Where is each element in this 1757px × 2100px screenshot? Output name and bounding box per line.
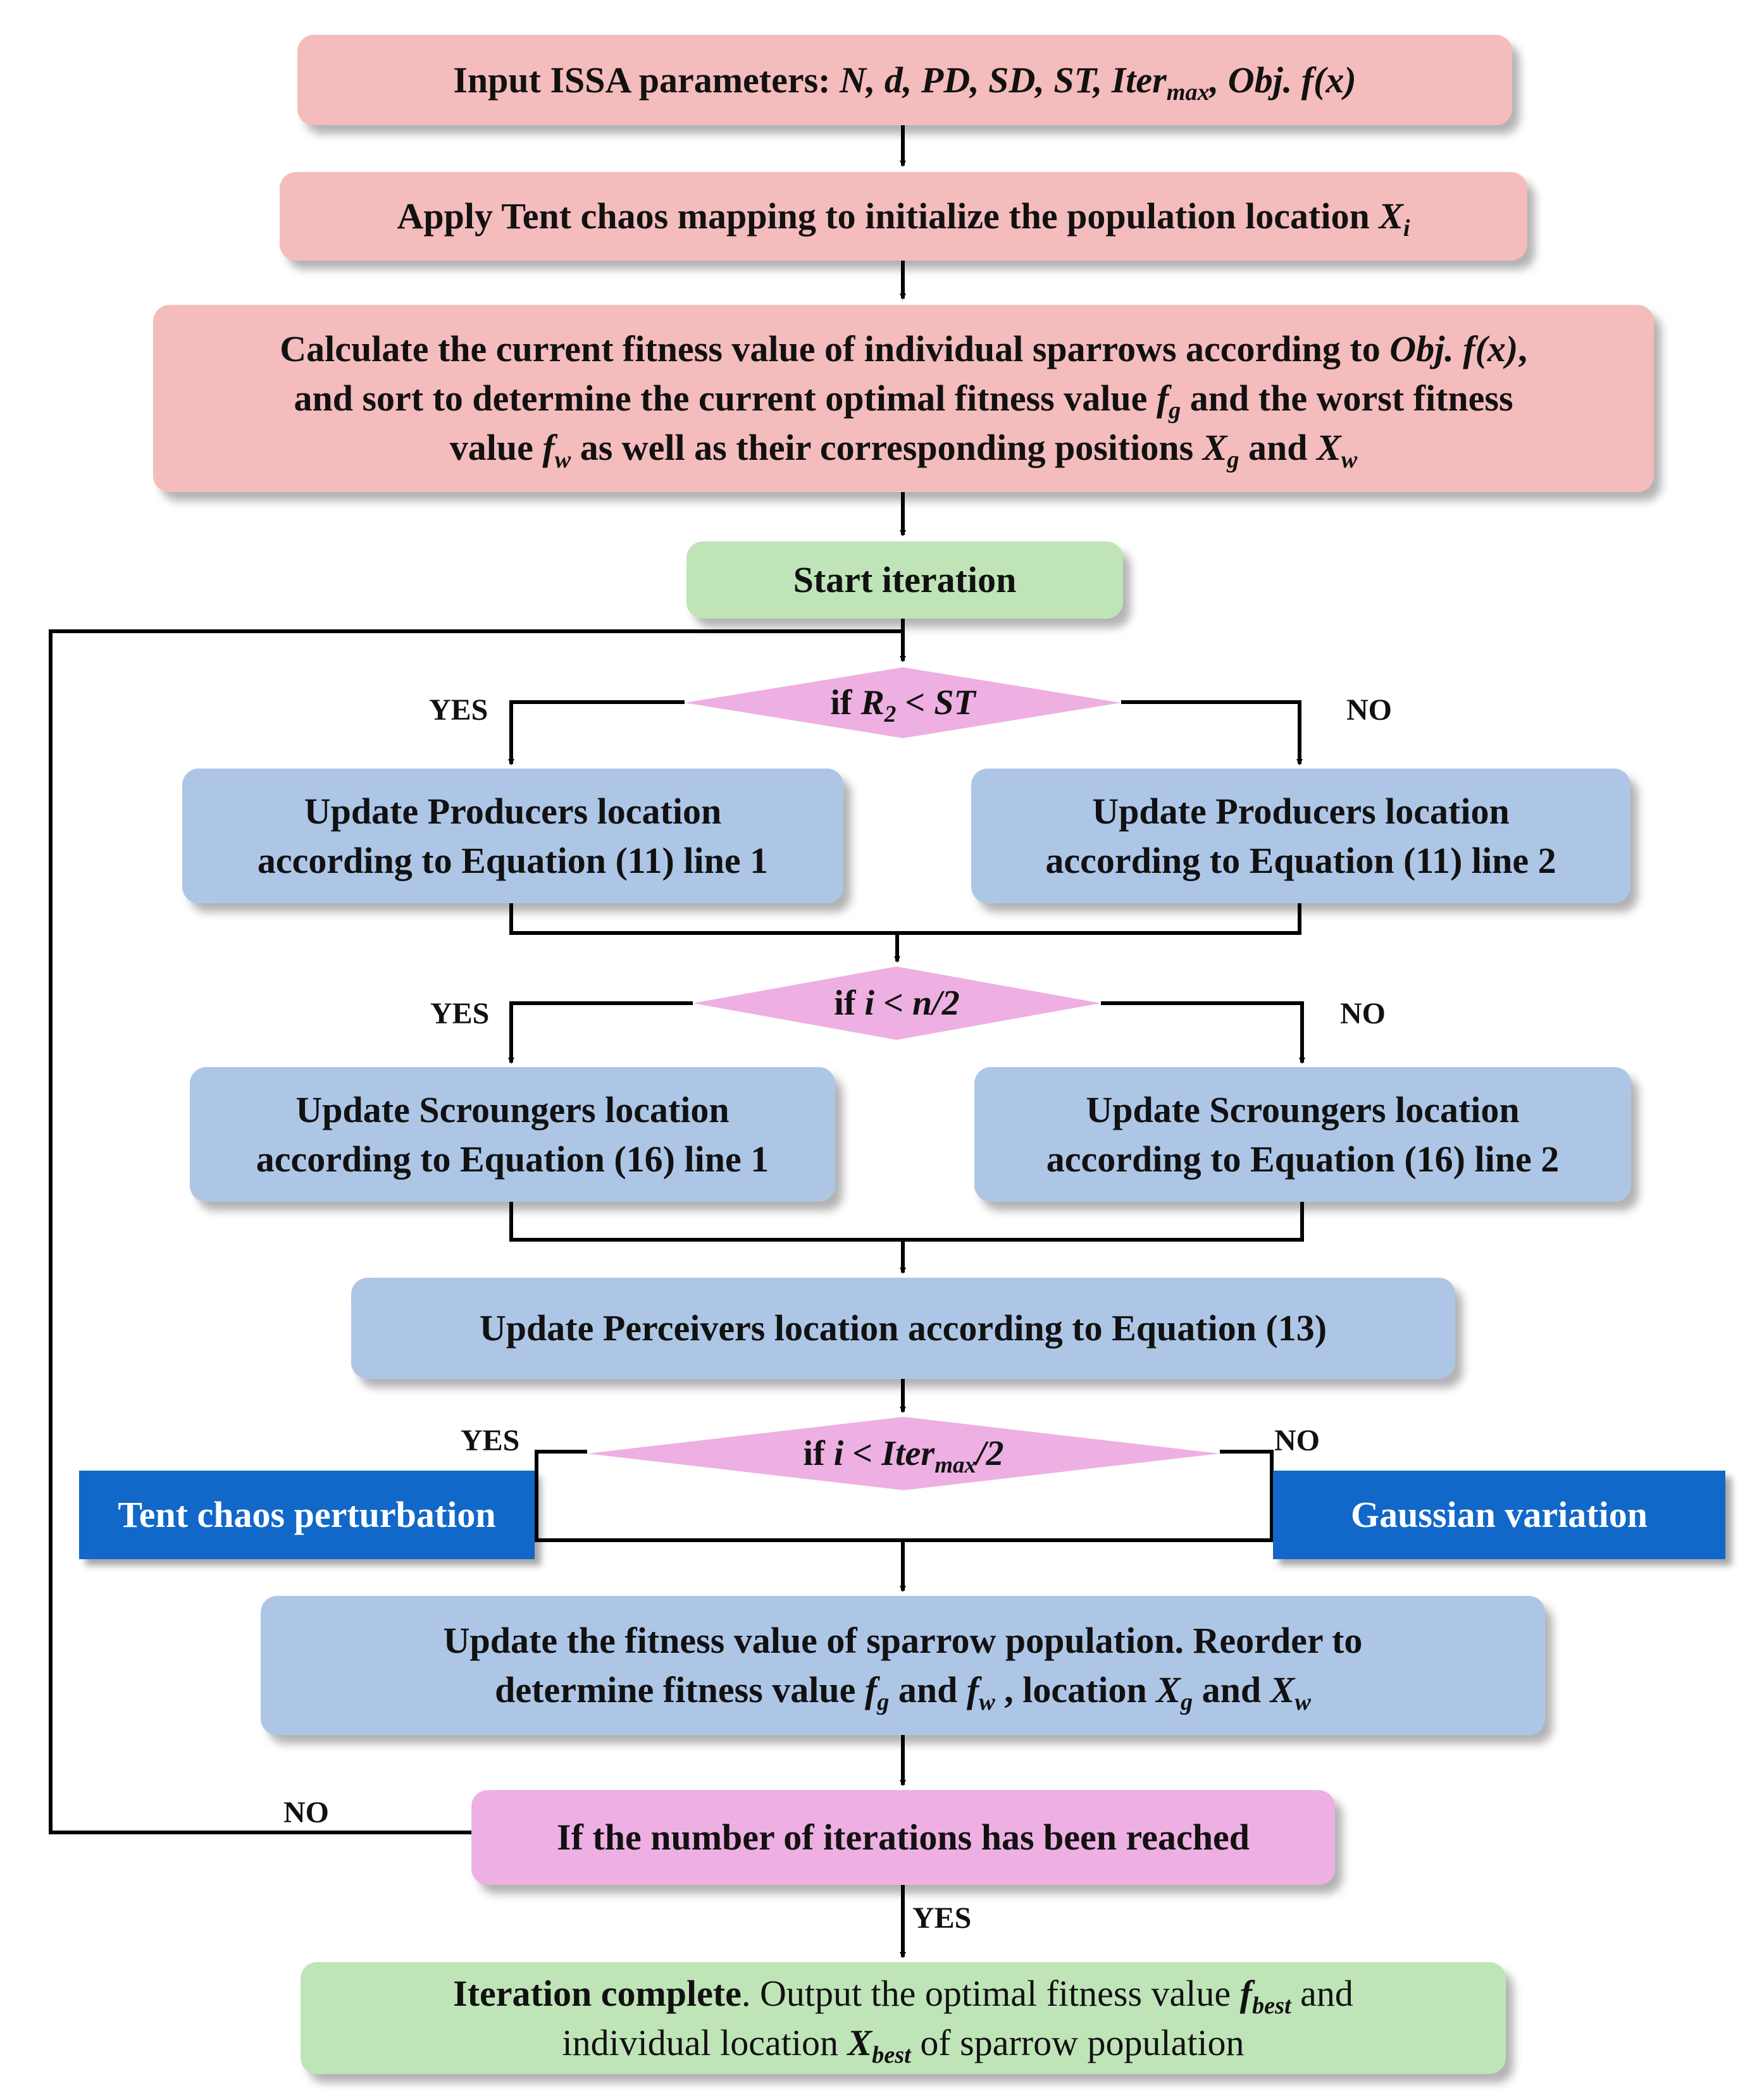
producers-line1-box: Update Producers location according to E… — [182, 769, 843, 903]
tent-init-box: Apply Tent chaos mapping to initialize t… — [280, 172, 1527, 261]
d2-yes-label: YES — [430, 997, 490, 1030]
decision-r2-st: if R2 < ST — [685, 667, 1121, 738]
perceivers-text: Update Perceivers location according to … — [479, 1307, 1327, 1349]
producers-line1-text1: Update Producers location — [304, 790, 722, 832]
loop-no-label: NO — [283, 1796, 329, 1829]
fitness-calc-box: Calculate the current fitness value of i… — [153, 305, 1654, 492]
iteration-complete-line2: individual location Xbest of sparrow pop… — [562, 2022, 1245, 2068]
producers-line2-text2: according to Equation (11) line 2 — [1045, 839, 1556, 881]
scroungers-line1-text2: according to Equation (16) line 1 — [256, 1138, 769, 1180]
decision-r2-st-text: if R2 < ST — [830, 683, 976, 727]
scroungers-line2-box: Update Scroungers location according to … — [974, 1067, 1631, 1202]
end-yes-label: YES — [912, 1901, 972, 1935]
perceivers-box: Update Perceivers location according to … — [351, 1278, 1455, 1379]
loop-back-line — [49, 629, 903, 1834]
input-parameters-text: Input ISSA parameters: N, d, PD, SD, ST,… — [453, 59, 1357, 106]
d3-no-label: NO — [1274, 1424, 1320, 1457]
gaussian-variation-box: Gaussian variation — [1273, 1471, 1725, 1559]
d1-yes-label: YES — [429, 693, 488, 727]
update-fitness-line1: Update the fitness value of sparrow popu… — [443, 1620, 1363, 1661]
fitness-calc-line1: Calculate the current fitness value of i… — [280, 328, 1527, 369]
scroungers-line2-text1: Update Scroungers location — [1086, 1089, 1520, 1130]
producers-line2-text1: Update Producers location — [1092, 790, 1510, 832]
d2-no-branch — [1101, 1001, 1305, 1064]
d1-yes-branch — [508, 700, 685, 765]
fitness-calc-line3: value fw as well as their corresponding … — [449, 427, 1358, 474]
decision-iter-text: if i < Itermax/2 — [803, 1434, 1004, 1478]
d2-merge — [509, 1202, 1304, 1242]
producers-line1-text2: according to Equation (11) line 1 — [257, 839, 769, 881]
decision-i-n2-text: if i < n/2 — [834, 984, 960, 1023]
iteration-complete-box: Iteration complete. Output the optimal f… — [301, 1962, 1506, 2074]
d3-yes-label: YES — [461, 1424, 520, 1457]
decision-iter: if i < Itermax/2 — [587, 1417, 1220, 1490]
input-parameters-box: Input ISSA parameters: N, d, PD, SD, ST,… — [297, 35, 1512, 125]
iteration-complete-line1: Iteration complete. Output the optimal f… — [453, 1972, 1353, 2019]
termination-check-box: If the number of iterations has been rea… — [471, 1790, 1335, 1885]
scroungers-line2-text2: according to Equation (16) line 2 — [1046, 1138, 1560, 1180]
gaussian-variation-text: Gaussian variation — [1351, 1494, 1648, 1535]
producers-line2-box: Update Producers location according to E… — [971, 769, 1630, 903]
termination-check-text: If the number of iterations has been rea… — [557, 1817, 1250, 1858]
fitness-calc-line2: and sort to determine the current optima… — [294, 378, 1513, 424]
d1-no-label: NO — [1346, 693, 1392, 727]
d1-no-branch — [1121, 700, 1303, 765]
scroungers-line1-text1: Update Scroungers location — [295, 1089, 729, 1130]
tent-init-text: Apply Tent chaos mapping to initialize t… — [397, 195, 1410, 242]
d2-yes-branch — [508, 1001, 693, 1064]
tent-perturbation-text: Tent chaos perturbation — [118, 1494, 496, 1535]
start-iteration-text: Start iteration — [793, 559, 1017, 600]
d1-merge — [509, 903, 1301, 935]
start-iteration-box: Start iteration — [686, 541, 1123, 619]
tent-perturbation-box: Tent chaos perturbation — [79, 1471, 535, 1559]
update-fitness-line2: determine fitness value fg and fw , loca… — [495, 1669, 1311, 1716]
d2-no-label: NO — [1340, 997, 1386, 1030]
scroungers-line1-box: Update Scroungers location according to … — [190, 1067, 835, 1202]
update-fitness-box: Update the fitness value of sparrow popu… — [261, 1596, 1545, 1735]
decision-i-n2: if i < n/2 — [693, 967, 1101, 1040]
